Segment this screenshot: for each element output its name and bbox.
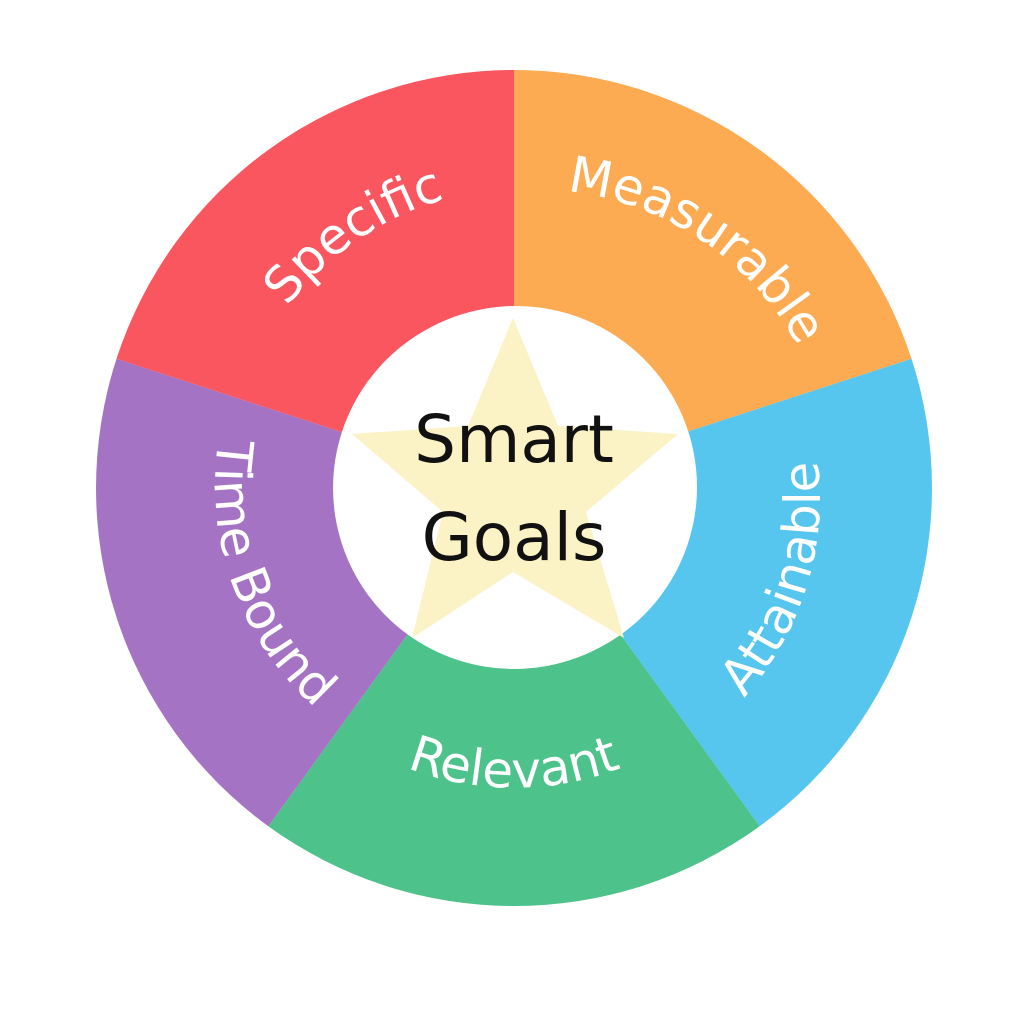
segment-specific	[116, 70, 514, 433]
star-icon	[352, 318, 678, 638]
segment-time-bound	[96, 358, 408, 827]
segment-relevant	[268, 634, 760, 907]
center-title-line1: Smart	[414, 401, 614, 478]
segment-attainable	[620, 358, 932, 827]
center-title-line2: Goals	[422, 499, 607, 576]
segment-measurable	[514, 70, 912, 433]
